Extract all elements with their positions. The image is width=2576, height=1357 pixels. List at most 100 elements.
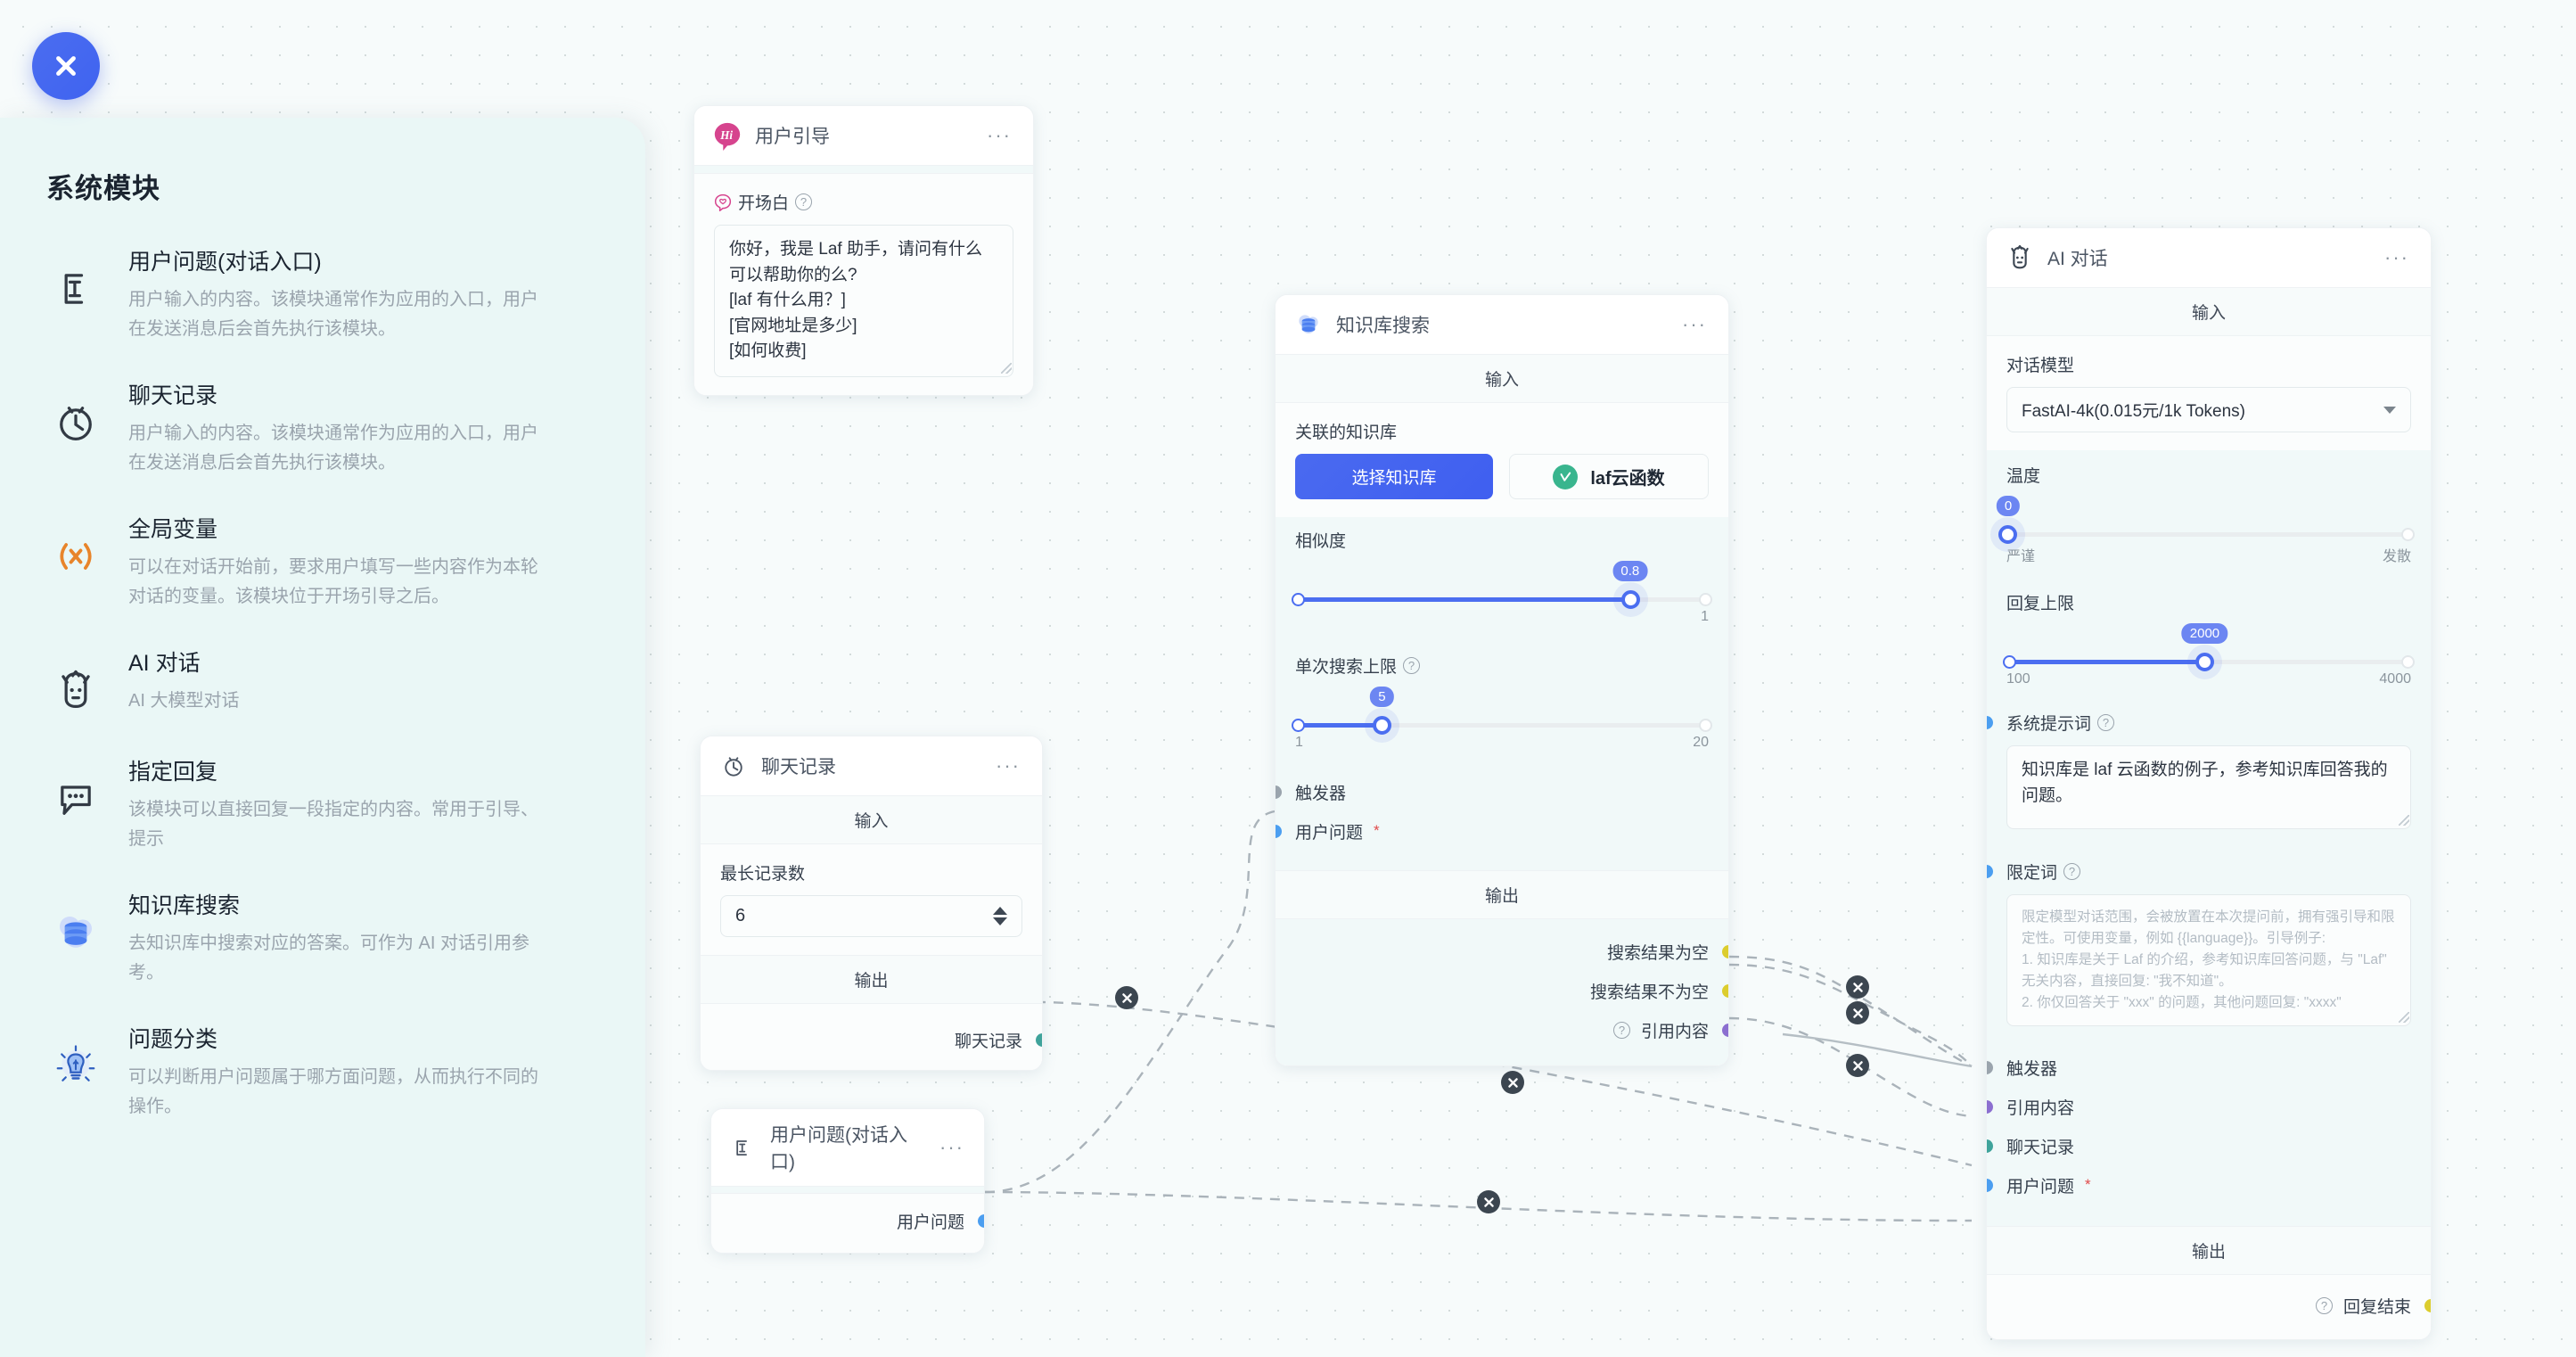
port-dot[interactable] [1987, 1099, 1993, 1114]
node-header[interactable]: 用户问题(对话入口) ··· [711, 1109, 984, 1186]
module-item-specified-reply[interactable]: 指定回复 该模块可以直接回复一段指定的内容。常用于引导、提示 [46, 757, 599, 853]
port-dot[interactable] [1987, 716, 1993, 729]
module-item-ai-chat[interactable]: AI 对话 AI 大模型对话 [46, 648, 599, 720]
slider-end-left [2003, 655, 2016, 669]
slider-value-badge: 0 [1996, 496, 2021, 516]
slider-thumb[interactable] [2195, 653, 2215, 671]
node-menu-button[interactable]: ··· [996, 754, 1021, 777]
node-body-sysprompt: 系统提示词 ? 知识库是 laf 云函数的例子，参考知识库回答我的问题。 [1987, 703, 2431, 847]
node-menu-button[interactable]: ··· [939, 1136, 964, 1158]
model-select-value: FastAI-4k(0.015元/1k Tokens) [2022, 402, 2245, 421]
slider-thumb[interactable] [1373, 716, 1392, 735]
slider-thumb[interactable] [1620, 590, 1640, 609]
required-marker: * [2085, 1176, 2091, 1194]
help-icon[interactable]: ? [2097, 714, 2115, 731]
opening-text-input[interactable]: 你好，我是 Laf 助手，请问有什么可以帮助你的么? [laf 有什么用？] [… [714, 225, 1013, 377]
close-panel-button[interactable] [32, 32, 100, 100]
field-label-text: 温度 [2006, 467, 2041, 486]
slider-value-badge: 5 [1370, 687, 1394, 707]
help-icon[interactable]: ? [1403, 657, 1421, 674]
stepper-group[interactable] [993, 907, 1007, 925]
edge-delete-button[interactable] [1846, 1001, 1869, 1024]
slider-max-label: 发散 [2382, 549, 2411, 564]
node-ai-chat[interactable]: AI 对话 ··· 输入 对话模型 FastAI-4k(0.015元/1k To… [1986, 227, 2432, 1341]
port-dot[interactable] [1987, 1178, 1993, 1192]
sysprompt-input[interactable]: 知识库是 laf 云函数的例子，参考知识库回答我的问题。 [2006, 745, 2411, 829]
resize-grip[interactable] [1001, 362, 1012, 374]
input-port-user-question[interactable]: 用户问题* [1276, 811, 1709, 851]
limit-slider[interactable]: 5 1 20 [1292, 687, 1712, 750]
node-body: 开场白 ? 你好，我是 Laf 助手，请问有什么可以帮助你的么? [laf 有什… [694, 174, 1033, 395]
node-header[interactable]: AI 对话 ··· [1987, 228, 2431, 287]
port-dot[interactable] [1722, 944, 1728, 958]
max-records-input[interactable]: 6 [720, 895, 1022, 937]
max-tokens-slider[interactable]: 2000 100 4000 [2003, 623, 2415, 687]
edge-delete-button[interactable] [1477, 1190, 1500, 1213]
input-port-chat-history[interactable]: 聊天记录 [1987, 1126, 2411, 1165]
similarity-slider[interactable]: 0.8 1 [1292, 561, 1712, 624]
stepper-down-icon[interactable] [993, 917, 1007, 925]
stepper-up-icon[interactable] [993, 907, 1007, 915]
output-port-nonempty-result[interactable]: 搜索结果不为空 [1295, 971, 1728, 1010]
qualifier-input[interactable]: 限定模型对话范围，会被放置在本次提问前，拥有强引导和限定性。可使用变量，例如 {… [2006, 894, 2411, 1027]
input-port-quote[interactable]: 引用内容 [1987, 1087, 2411, 1126]
port-dot[interactable] [1987, 865, 1993, 878]
module-item-user-question[interactable]: 用户问题(对话入口) 用户输入的内容。该模块通常作为应用的入口，用户在发送消息后… [46, 247, 599, 343]
help-icon[interactable]: ? [1612, 1021, 1630, 1039]
help-icon[interactable]: ? [2315, 1296, 2333, 1314]
port-dot[interactable] [2424, 1298, 2431, 1312]
node-menu-button[interactable]: ··· [1682, 313, 1707, 335]
edge-delete-button[interactable] [1115, 986, 1138, 1009]
temperature-slider[interactable]: 0 严谨 发散 [1996, 496, 2415, 564]
module-item-question-classify[interactable]: 问题分类 可以判断用户问题属于哪方面问题，从而执行不同的操作。 [46, 1024, 599, 1121]
output-port-empty-result[interactable]: 搜索结果为空 [1295, 932, 1728, 971]
help-icon[interactable]: ? [795, 193, 813, 210]
input-port-user-question[interactable]: 用户问题* [1987, 1165, 2411, 1205]
slider-thumb[interactable] [1998, 525, 2017, 544]
port-dot[interactable] [1987, 1139, 1993, 1153]
output-port-quote[interactable]: ? 引用内容 [1295, 1010, 1728, 1049]
node-user-question[interactable]: 用户问题(对话入口) ··· 用户问题 [710, 1108, 985, 1254]
port-label: 用户问题 [896, 1213, 964, 1232]
edge-delete-button[interactable] [1846, 975, 1869, 999]
port-dot[interactable] [1722, 1023, 1728, 1037]
port-dot[interactable] [1276, 824, 1282, 838]
field-label-qualifier: 限定词 ? [1987, 859, 2411, 884]
output-port-chat-history[interactable]: 聊天记录 [720, 1020, 1042, 1059]
help-icon[interactable]: ? [2063, 863, 2081, 880]
node-kb-search[interactable]: 知识库搜索 ··· 输入 关联的知识库 选择知识库 laf云函数 相似度 [1275, 294, 1729, 1066]
resize-grip[interactable] [2399, 815, 2409, 826]
port-dot[interactable] [1722, 983, 1728, 998]
edge-delete-button[interactable] [1501, 1071, 1524, 1094]
select-kb-button[interactable]: 选择知识库 [1295, 454, 1493, 499]
port-dot[interactable] [1036, 1032, 1042, 1047]
module-item-chat-history[interactable]: 聊天记录 用户输入的内容。该模块通常作为应用的入口，用户在发送消息后会首先执行该… [46, 381, 599, 477]
node-menu-button[interactable]: ··· [987, 124, 1012, 146]
model-select[interactable]: FastAI-4k(0.015元/1k Tokens) [2006, 387, 2411, 432]
node-header[interactable]: Hi 用户引导 ··· [694, 106, 1033, 165]
input-port-trigger[interactable]: 触发器 [1987, 1048, 2411, 1087]
module-desc: 可以在对话开始前，要求用户填写一些内容作为本轮对话的变量。该模块位于开场引导之后… [128, 557, 538, 606]
resize-grip[interactable] [2399, 1012, 2409, 1024]
module-item-kb-search[interactable]: 知识库搜索 去知识库中搜索对应的答案。可作为 AI 对话引用参考。 [46, 891, 599, 987]
kb-chip-laf[interactable]: laf云函数 [1509, 454, 1709, 499]
output-port-reply-end[interactable]: ? 回复结束 [2006, 1286, 2431, 1325]
input-port-trigger[interactable]: 触发器 [1276, 772, 1709, 811]
node-header[interactable]: 聊天记录 ··· [701, 736, 1042, 795]
required-marker: * [1374, 822, 1380, 839]
node-menu-button[interactable]: ··· [2384, 246, 2409, 268]
edge-delete-button[interactable] [1846, 1054, 1869, 1077]
output-port-user-question[interactable]: 用户问题 [731, 1201, 984, 1240]
port-label: 触发器 [1295, 784, 1347, 803]
port-dot[interactable] [1987, 1060, 1993, 1074]
node-header[interactable]: 知识库搜索 ··· [1276, 295, 1728, 354]
module-item-global-variable[interactable]: 全局变量 可以在对话开始前，要求用户填写一些内容作为本轮对话的变量。该模块位于开… [46, 514, 599, 611]
port-dot[interactable] [978, 1213, 984, 1228]
node-chat-history[interactable]: 聊天记录 ··· 输入 最长记录数 6 输出 聊天记录 [700, 736, 1043, 1071]
slider-min-label: 1 [1295, 735, 1303, 750]
port-dot[interactable] [1276, 785, 1282, 799]
node-user-guide[interactable]: Hi 用户引导 ··· 开场白 ? 你好，我是 Laf 助手，请问有什么可以帮助… [693, 105, 1034, 396]
field-label-max-records: 最长记录数 [720, 860, 1022, 884]
node-body-model: 对话模型 FastAI-4k(0.015元/1k Tokens) [1987, 336, 2431, 450]
port-label: 聊天记录 [954, 1032, 1022, 1051]
